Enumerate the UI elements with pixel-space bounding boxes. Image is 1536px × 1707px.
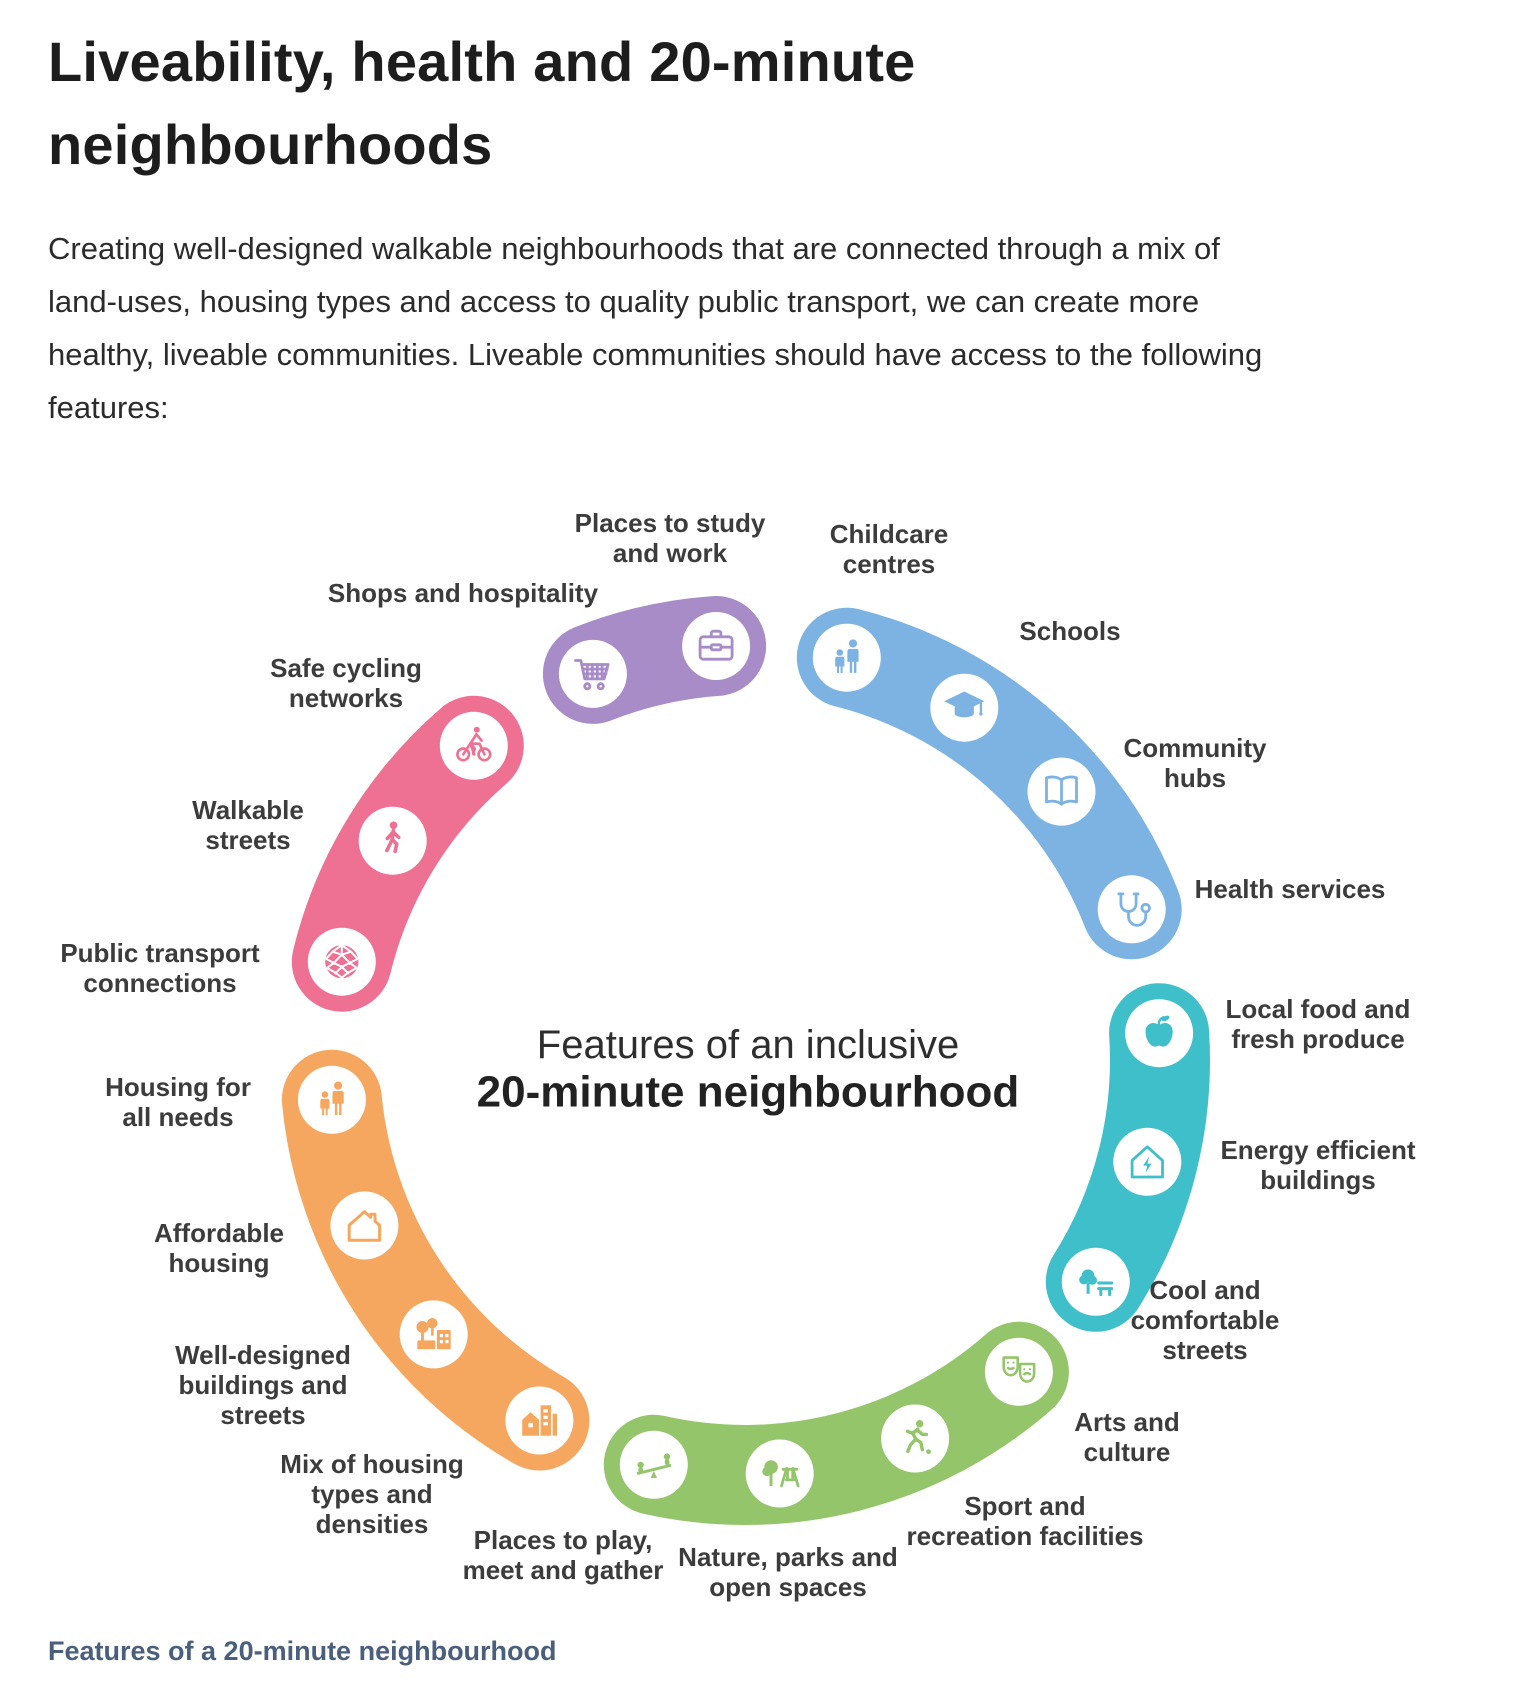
feature-label: culture (1084, 1437, 1171, 1467)
cyclist-icon (456, 726, 492, 762)
feature-label: Energy efficient (1220, 1135, 1415, 1165)
feature-label: streets (1162, 1335, 1247, 1365)
feature-label: recreation facilities (907, 1521, 1144, 1551)
feature-label: Schools (1019, 616, 1120, 646)
family-icon (320, 1081, 344, 1116)
walking-person-icon (385, 821, 401, 854)
family-icon-disc (297, 1065, 366, 1134)
streetscape-icon (416, 1318, 451, 1350)
feature-label: Health services (1195, 874, 1386, 904)
feature-label: and work (613, 538, 728, 568)
stethoscope-icon (1117, 892, 1151, 927)
house-icon (347, 1210, 382, 1242)
seesaw-icon-disc (619, 1430, 688, 1499)
feature-label: Shops and hospitality (328, 578, 599, 608)
feature-label: housing (168, 1248, 269, 1278)
housing-mix-icon (522, 1405, 557, 1436)
tree-bench-icon (1079, 1269, 1114, 1297)
graduation-cap-icon (944, 691, 985, 718)
apple-icon (1145, 1015, 1173, 1047)
runner-icon (905, 1420, 931, 1455)
feature-label: Public transport (60, 938, 260, 968)
intro-paragraph: Creating well-designed walkable neighbou… (48, 231, 1263, 425)
feature-label: centres (843, 549, 936, 579)
feature-label: buildings and (179, 1370, 348, 1400)
seesaw-icon (636, 1453, 672, 1478)
feature-label: meet and gather (463, 1555, 664, 1585)
feature-label: Nature, parks and (678, 1542, 898, 1572)
feature-label: Well-designed (175, 1340, 351, 1370)
energy-house-icon (1130, 1145, 1164, 1179)
feature-label: Mix of housing (280, 1449, 463, 1479)
theatre-masks-icon (1002, 1356, 1036, 1383)
feature-label: all needs (122, 1102, 233, 1132)
diagram-center-title-line1: Features of an inclusive (537, 1023, 959, 1067)
figure-caption: Features of a 20-minute neighbourhood (48, 1636, 557, 1666)
park-swing-icon-disc (745, 1439, 814, 1508)
page-title: Liveability, health and 20-minute neighb… (48, 30, 916, 176)
briefcase-icon (698, 629, 734, 661)
feature-label: Safe cycling (270, 653, 422, 683)
feature-label: comfortable (1131, 1305, 1280, 1335)
feature-label: streets (205, 825, 290, 855)
feature-label: networks (289, 683, 403, 713)
feature-label: open spaces (709, 1572, 867, 1602)
feature-label: Places to play, (474, 1525, 653, 1555)
house-icon-disc (330, 1191, 399, 1260)
feature-label: Housing for (105, 1072, 251, 1102)
feature-label: streets (220, 1400, 305, 1430)
feature-label: Walkable (192, 795, 304, 825)
feature-label: buildings (1260, 1165, 1376, 1195)
feature-label: Local food and (1226, 994, 1411, 1024)
feature-label: fresh produce (1231, 1024, 1404, 1054)
feature-label: Community (1124, 733, 1268, 763)
feature-label: densities (316, 1509, 429, 1539)
feature-label: Cool and (1149, 1275, 1260, 1305)
childcare-icon-disc (812, 623, 881, 692)
feature-label: Childcare (830, 519, 949, 549)
segment-band-community-services (796, 607, 1182, 960)
feature-label: hubs (1164, 763, 1226, 793)
childcare-icon (835, 639, 859, 674)
feature-label: types and (311, 1479, 432, 1509)
feature-label: Affordable (154, 1218, 284, 1248)
open-book-icon (1045, 775, 1078, 806)
segment-band-recreation-and-culture (603, 1321, 1069, 1525)
feature-label: Sport and (964, 1491, 1085, 1521)
network-icon (325, 944, 359, 979)
feature-label: connections (83, 968, 236, 998)
shopping-cart-icon (574, 659, 610, 691)
feature-label: Places to study (575, 508, 766, 538)
diagram-center-title-line2: 20-minute neighbourhood (477, 1068, 1020, 1117)
segment-band-housing (281, 1049, 590, 1471)
feature-label: Arts and (1074, 1407, 1179, 1437)
housing-mix-icon-disc (505, 1386, 574, 1455)
park-swing-icon (762, 1460, 800, 1488)
